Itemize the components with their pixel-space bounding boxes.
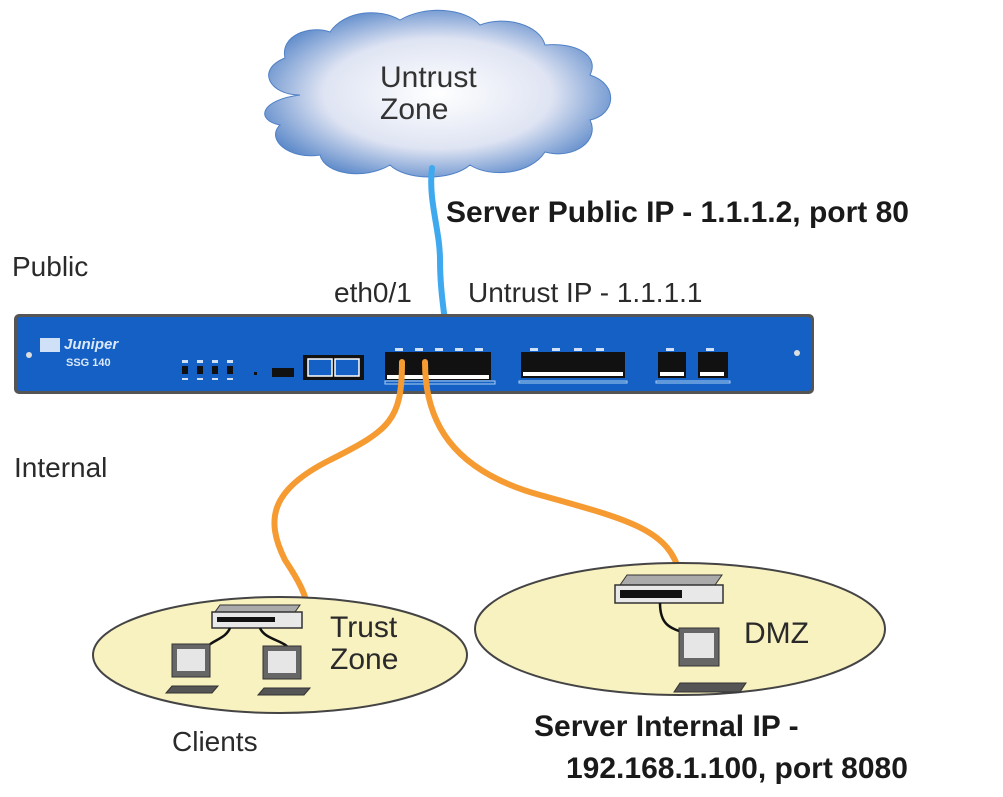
dmz-server-pc-icon xyxy=(673,627,747,693)
clients-label: Clients xyxy=(172,726,258,757)
juniper-logo-text: Juniper xyxy=(64,336,119,353)
untrust-zone-label: Untrust Zone xyxy=(380,62,477,126)
juniper-ssg140-firewall xyxy=(14,314,814,394)
interface-label: eth0/1 xyxy=(334,277,412,308)
server-internal-ip-label: Server Internal IP - xyxy=(534,710,799,743)
untrust-zone-label-line2: Zone xyxy=(380,93,449,126)
trust-switch-icon xyxy=(211,604,303,629)
dmz-zone-label: DMZ xyxy=(744,617,809,650)
server-public-ip-label: Server Public IP - 1.1.1.2, port 80 xyxy=(446,196,909,229)
public-side-label: Public xyxy=(12,251,89,282)
client-pc-icon xyxy=(256,645,312,696)
firewall-model-label: SSG 140 xyxy=(66,357,111,369)
trust-link-cable xyxy=(271,359,405,615)
server-internal-ip-port-label: 192.168.1.100, port 8080 xyxy=(566,752,908,785)
untrust-zone-cloud xyxy=(264,9,612,178)
internal-side-label: Internal xyxy=(14,452,108,483)
client-pc-icon xyxy=(164,643,220,694)
dmz-switch-icon xyxy=(614,574,724,604)
untrust-ip-label: Untrust IP - 1.1.1.1 xyxy=(468,277,703,308)
trust-zone-label-line1: Trust xyxy=(330,611,398,644)
trust-zone-label-line2: Zone xyxy=(330,643,399,676)
untrust-zone-label-line1: Untrust xyxy=(380,61,477,94)
trust-zone-label: Trust Zone xyxy=(330,612,398,676)
dmz-link-cable xyxy=(422,359,683,578)
